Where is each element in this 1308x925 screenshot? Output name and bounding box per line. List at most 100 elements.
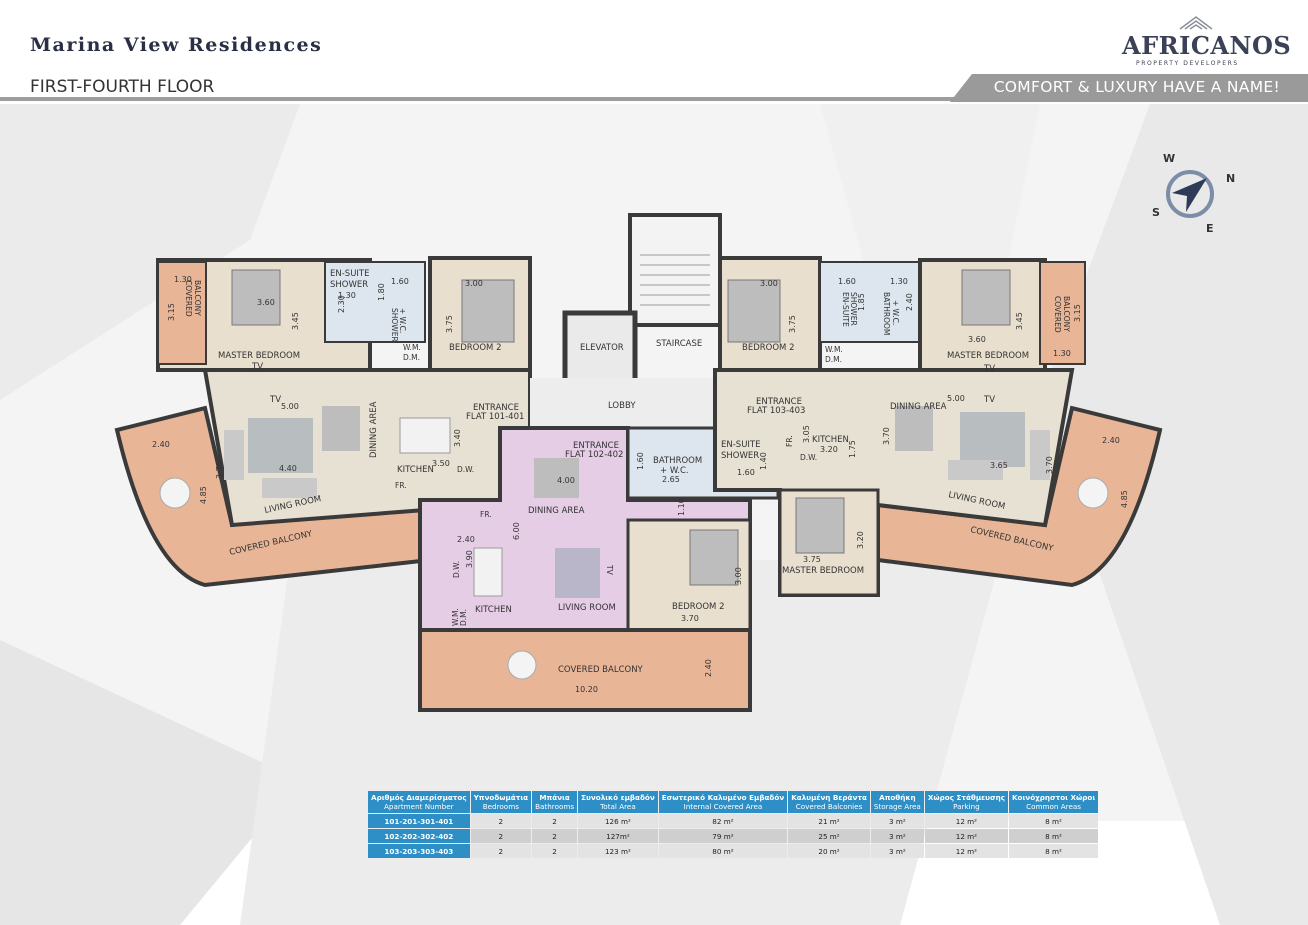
label-tv-left-a: TV [251,362,263,372]
label-kitchen-mid: KITCHEN [475,605,512,615]
label-tv-mid: TV [605,564,614,576]
svg-text:3.45: 3.45 [291,312,300,330]
svg-text:1.75: 1.75 [848,440,857,458]
label-staircase: STAIRCASE [656,339,702,349]
label-wm-left: W.M. [403,343,421,352]
label-dw-right: D.W. [800,453,817,462]
svg-text:1.60: 1.60 [391,277,409,286]
svg-text:1.60: 1.60 [838,277,856,286]
label-kitchen-left: KITCHEN [397,465,434,475]
svg-text:3.40: 3.40 [453,429,462,447]
svg-text:1.10: 1.10 [677,498,686,516]
compass-e: E [1206,222,1214,235]
tagline-banner: COMFORT & LUXURY HAVE A NAME! [950,74,1308,102]
label-dw-mid: D.W. [452,561,461,578]
label-master-bedroom-right2: MASTER BEDROOM [782,566,864,576]
floor-subtitle: FIRST-FOURTH FLOOR [30,77,215,97]
svg-text:3.05: 3.05 [802,425,811,443]
label-covbal-right-a: COVERED [1053,296,1062,333]
label-bathroom-mid-a: BATHROOM [653,456,702,466]
core-lobby [530,213,722,428]
svg-text:3.70: 3.70 [882,427,891,445]
header-divider [0,97,960,101]
svg-text:2.40: 2.40 [457,535,475,544]
svg-text:2.40: 2.40 [905,293,914,311]
tagline-text: COMFORT & LUXURY HAVE A NAME! [993,78,1280,96]
label-fr-right: FR. [785,435,794,447]
label-bath-right-a: BATHROOM [882,292,891,335]
label-covbal-right-b: BALCONY [1062,296,1071,332]
label-shower-left: SHOWER [330,280,368,290]
label-entrance-left: ENTRANCE [473,403,519,413]
svg-text:5.00: 5.00 [281,402,299,411]
compass-icon: N E S W [1152,152,1235,235]
svg-text:3.00: 3.00 [734,567,743,585]
flat-101-401 [114,256,532,588]
label-ensuite-mid: EN-SUITE [721,440,760,450]
label-fr-left: FR. [395,481,407,490]
flat-102-402 [418,426,780,712]
label-tv-left-b: TV [269,395,281,405]
label-flat-right: FLAT 103-403 [747,406,805,416]
label-ensuite-left: EN-SUITE [330,269,369,279]
svg-text:3.00: 3.00 [465,279,483,288]
svg-text:4.85: 4.85 [199,486,208,504]
brand-name: AFRICANOS [1122,31,1292,60]
svg-text:3.75: 3.75 [788,315,797,333]
label-bedroom2-right: BEDROOM 2 [742,343,794,353]
svg-text:1.80: 1.80 [377,283,386,301]
svg-text:3.20: 3.20 [856,531,865,549]
roof-logo-icon [1179,16,1213,30]
page-title: Marina View Residences [30,34,323,56]
label-ensuite-right: EN-SUITE [841,292,850,327]
compass-s: S [1152,206,1160,219]
svg-text:3.15: 3.15 [1073,304,1082,322]
label-wm-right: W.M. [825,345,843,354]
label-dining-left: DINING AREA [369,401,379,458]
svg-text:3.60: 3.60 [257,298,275,307]
label-fr-mid: FR. [480,510,492,519]
label-master-bedroom-left: MASTER BEDROOM [218,351,300,361]
compass-n: N [1226,172,1235,185]
svg-text:2.40: 2.40 [1102,436,1120,445]
label-covbal-left-b: BALCONY [193,280,202,316]
svg-text:3.45: 3.45 [1015,312,1024,330]
label-wm-mid: W.M. [451,608,460,626]
label-shower-wc-a: SHOWER [390,308,399,342]
svg-text:10.20: 10.20 [575,685,598,694]
label-dw-left: D.W. [457,465,474,474]
label-bathroom-mid-b: + W.C. [660,466,689,476]
svg-text:4.85: 4.85 [1120,490,1129,508]
svg-text:3.75: 3.75 [803,555,821,564]
svg-text:3.90: 3.90 [465,550,474,568]
svg-text:3.65: 3.65 [990,461,1008,470]
label-tv-right-b: TV [983,395,995,405]
label-lobby: LOBBY [608,401,636,411]
svg-text:3.75: 3.75 [445,315,454,333]
label-dm-mid: D.M. [459,609,468,626]
svg-text:1.85: 1.85 [857,293,866,311]
label-shower-mid: SHOWER [721,451,759,461]
svg-text:4.40: 4.40 [279,464,297,473]
page-header: Marina View Residences FIRST-FOURTH FLOO… [0,0,1308,104]
svg-text:2.65: 2.65 [662,475,680,484]
svg-text:1.30: 1.30 [174,275,192,284]
label-entrance-mid: ENTRANCE [573,441,619,451]
label-dining-right: DINING AREA [890,402,947,412]
svg-text:1.30: 1.30 [1053,349,1071,358]
svg-text:5.00: 5.00 [947,394,965,403]
label-dm-right: D.M. [825,355,842,364]
label-dm-left: D.M. [403,353,420,362]
svg-text:3.15: 3.15 [167,303,176,321]
label-shower-right: SHOWER [849,292,858,326]
svg-text:1.30: 1.30 [338,291,356,300]
